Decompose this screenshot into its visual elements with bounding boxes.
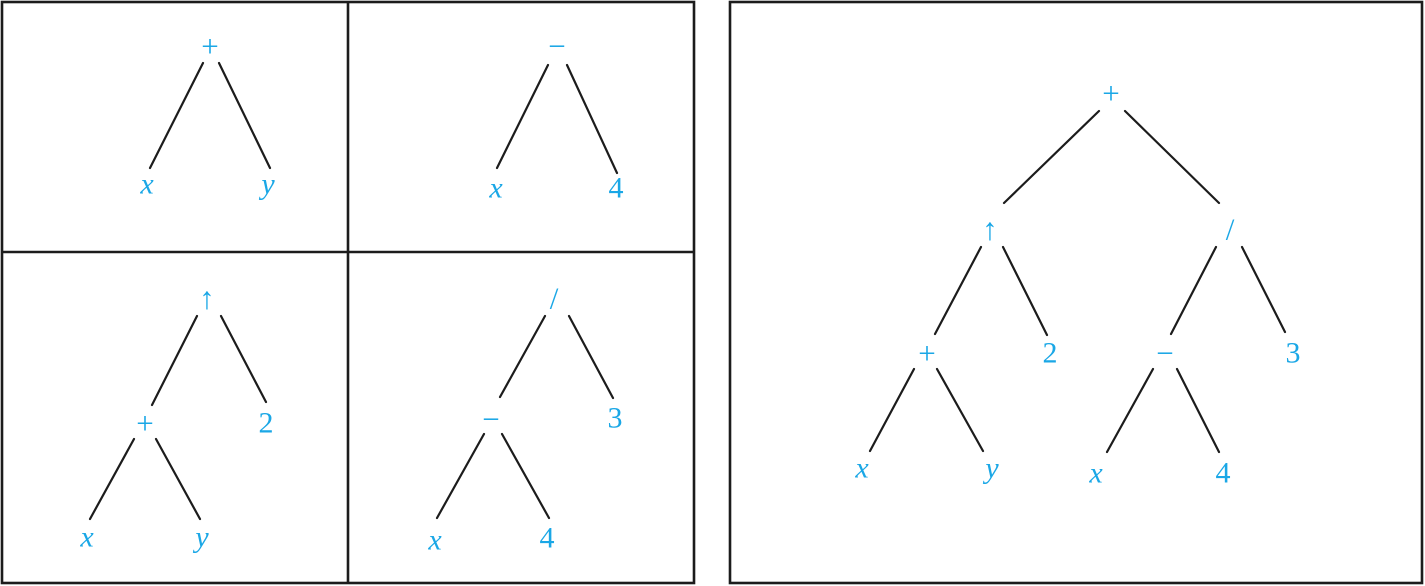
- right-panel-frame: [728, 0, 1424, 585]
- tree-node-label: 3: [1286, 337, 1301, 370]
- tree-edge: [1175, 367, 1221, 454]
- tree-node-label: +: [201, 29, 218, 64]
- tree-edge: [435, 432, 486, 520]
- tree-node-label: x: [79, 521, 94, 554]
- tree-node-label: −: [1156, 336, 1173, 371]
- tree-edge: [495, 63, 550, 170]
- tree-edge: [154, 437, 202, 521]
- tree-edge: [500, 432, 551, 520]
- tree-x-plus-y: + x y: [139, 29, 275, 201]
- tree-node-label: ↑: [982, 212, 998, 247]
- tree-edge: [868, 367, 916, 453]
- tree-node-label: 4: [540, 522, 555, 555]
- tree-node-label: +: [918, 336, 935, 371]
- tree-edge: [1002, 109, 1101, 205]
- tree-edge: [217, 61, 272, 170]
- tree-node-label: /: [1226, 212, 1235, 247]
- tree-power-2: ↑ +2 x y: [79, 281, 273, 554]
- tree-edge: [567, 314, 615, 400]
- tree-edge: [1105, 367, 1155, 454]
- tree-node-label: x: [139, 168, 154, 201]
- tree-x-minus-4: − x 4: [488, 29, 623, 205]
- tree-node-label: y: [982, 452, 999, 485]
- tree-edge: [150, 314, 199, 407]
- tree-edge: [219, 314, 268, 404]
- tree-node-label: +: [1102, 76, 1119, 111]
- tree-node-label: /: [550, 281, 559, 316]
- tree-node-label: 2: [1043, 337, 1058, 370]
- tree-edge: [565, 63, 619, 175]
- tree-node-label: y: [258, 168, 275, 201]
- tree-node-label: x: [1088, 457, 1103, 490]
- tree-edge: [1001, 245, 1049, 337]
- tree-node-label: y: [192, 521, 209, 554]
- tree-divide-3: / − 3 x 4: [427, 281, 622, 557]
- tree-node-label: 3: [608, 402, 623, 435]
- tree-full-expression: + ↑ / +2 − 3 x y x 4: [854, 76, 1300, 490]
- tree-edge: [1123, 109, 1221, 205]
- trees-layer: + x y − x 4 ↑ +2 x y / − 3 x 4 + ↑ / +2 − 3 x y x 4: [79, 29, 1300, 557]
- tree-node-label: −: [548, 29, 565, 64]
- tree-node-label: 4: [609, 172, 624, 205]
- tree-edge: [88, 437, 136, 521]
- tree-edge: [498, 314, 547, 399]
- tree-edge: [935, 367, 985, 453]
- tree-node-label: x: [427, 524, 442, 557]
- tree-edge: [933, 245, 983, 336]
- tree-edge: [1169, 245, 1218, 336]
- tree-node-label: ↑: [199, 281, 215, 316]
- tree-edge: [1240, 245, 1287, 334]
- tree-node-label: 2: [259, 407, 274, 440]
- tree-edge: [148, 61, 205, 170]
- tree-node-label: +: [136, 406, 153, 441]
- tree-node-label: x: [854, 452, 869, 485]
- tree-node-label: 4: [1216, 457, 1231, 490]
- tree-node-label: x: [488, 172, 503, 205]
- tree-node-label: −: [482, 402, 499, 437]
